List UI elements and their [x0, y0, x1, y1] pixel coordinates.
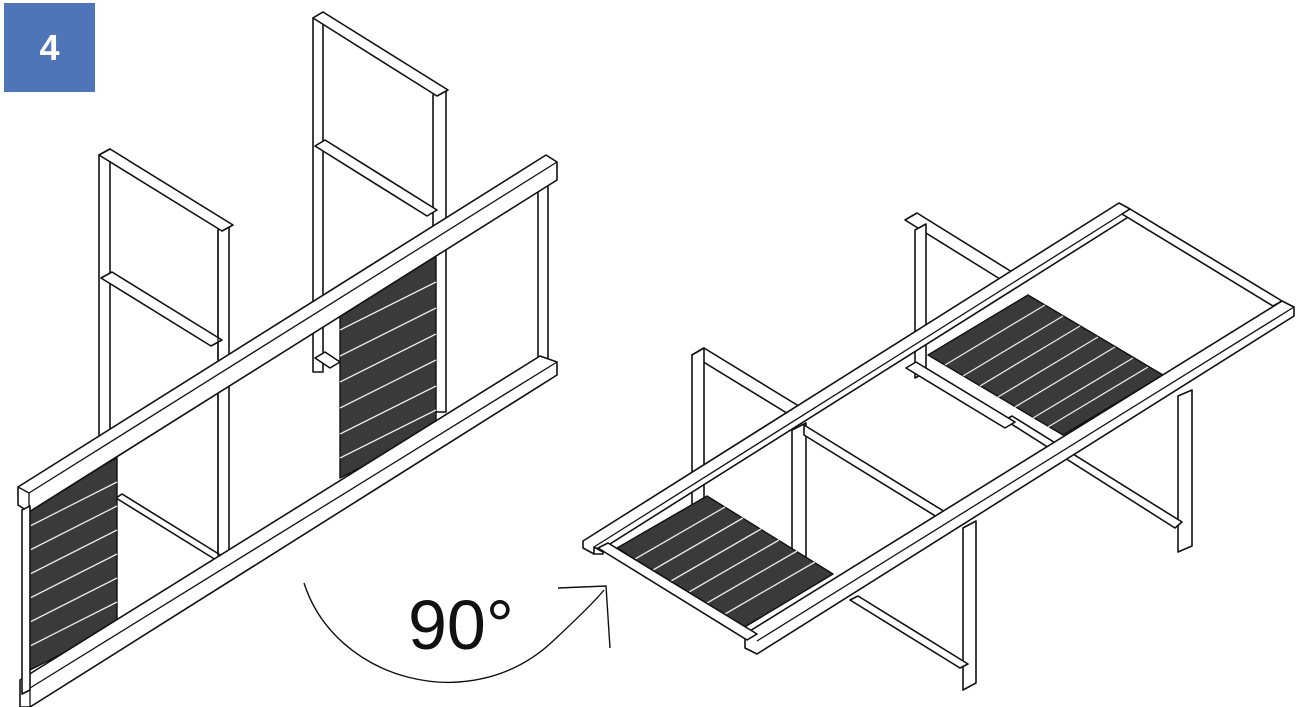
front-long-frame — [17, 154, 558, 707]
step-number-badge: 4 — [4, 3, 95, 92]
top-slat-panel — [905, 294, 1164, 436]
long-top-frame — [582, 202, 1295, 655]
back-right-frame — [312, 11, 449, 413]
rotation-angle-label: 90° — [408, 586, 514, 664]
right-assembly-rotated — [582, 202, 1295, 691]
curved-arrow-icon — [303, 582, 611, 684]
left-assembly-upright — [17, 11, 558, 707]
back-left-frame — [98, 148, 234, 563]
